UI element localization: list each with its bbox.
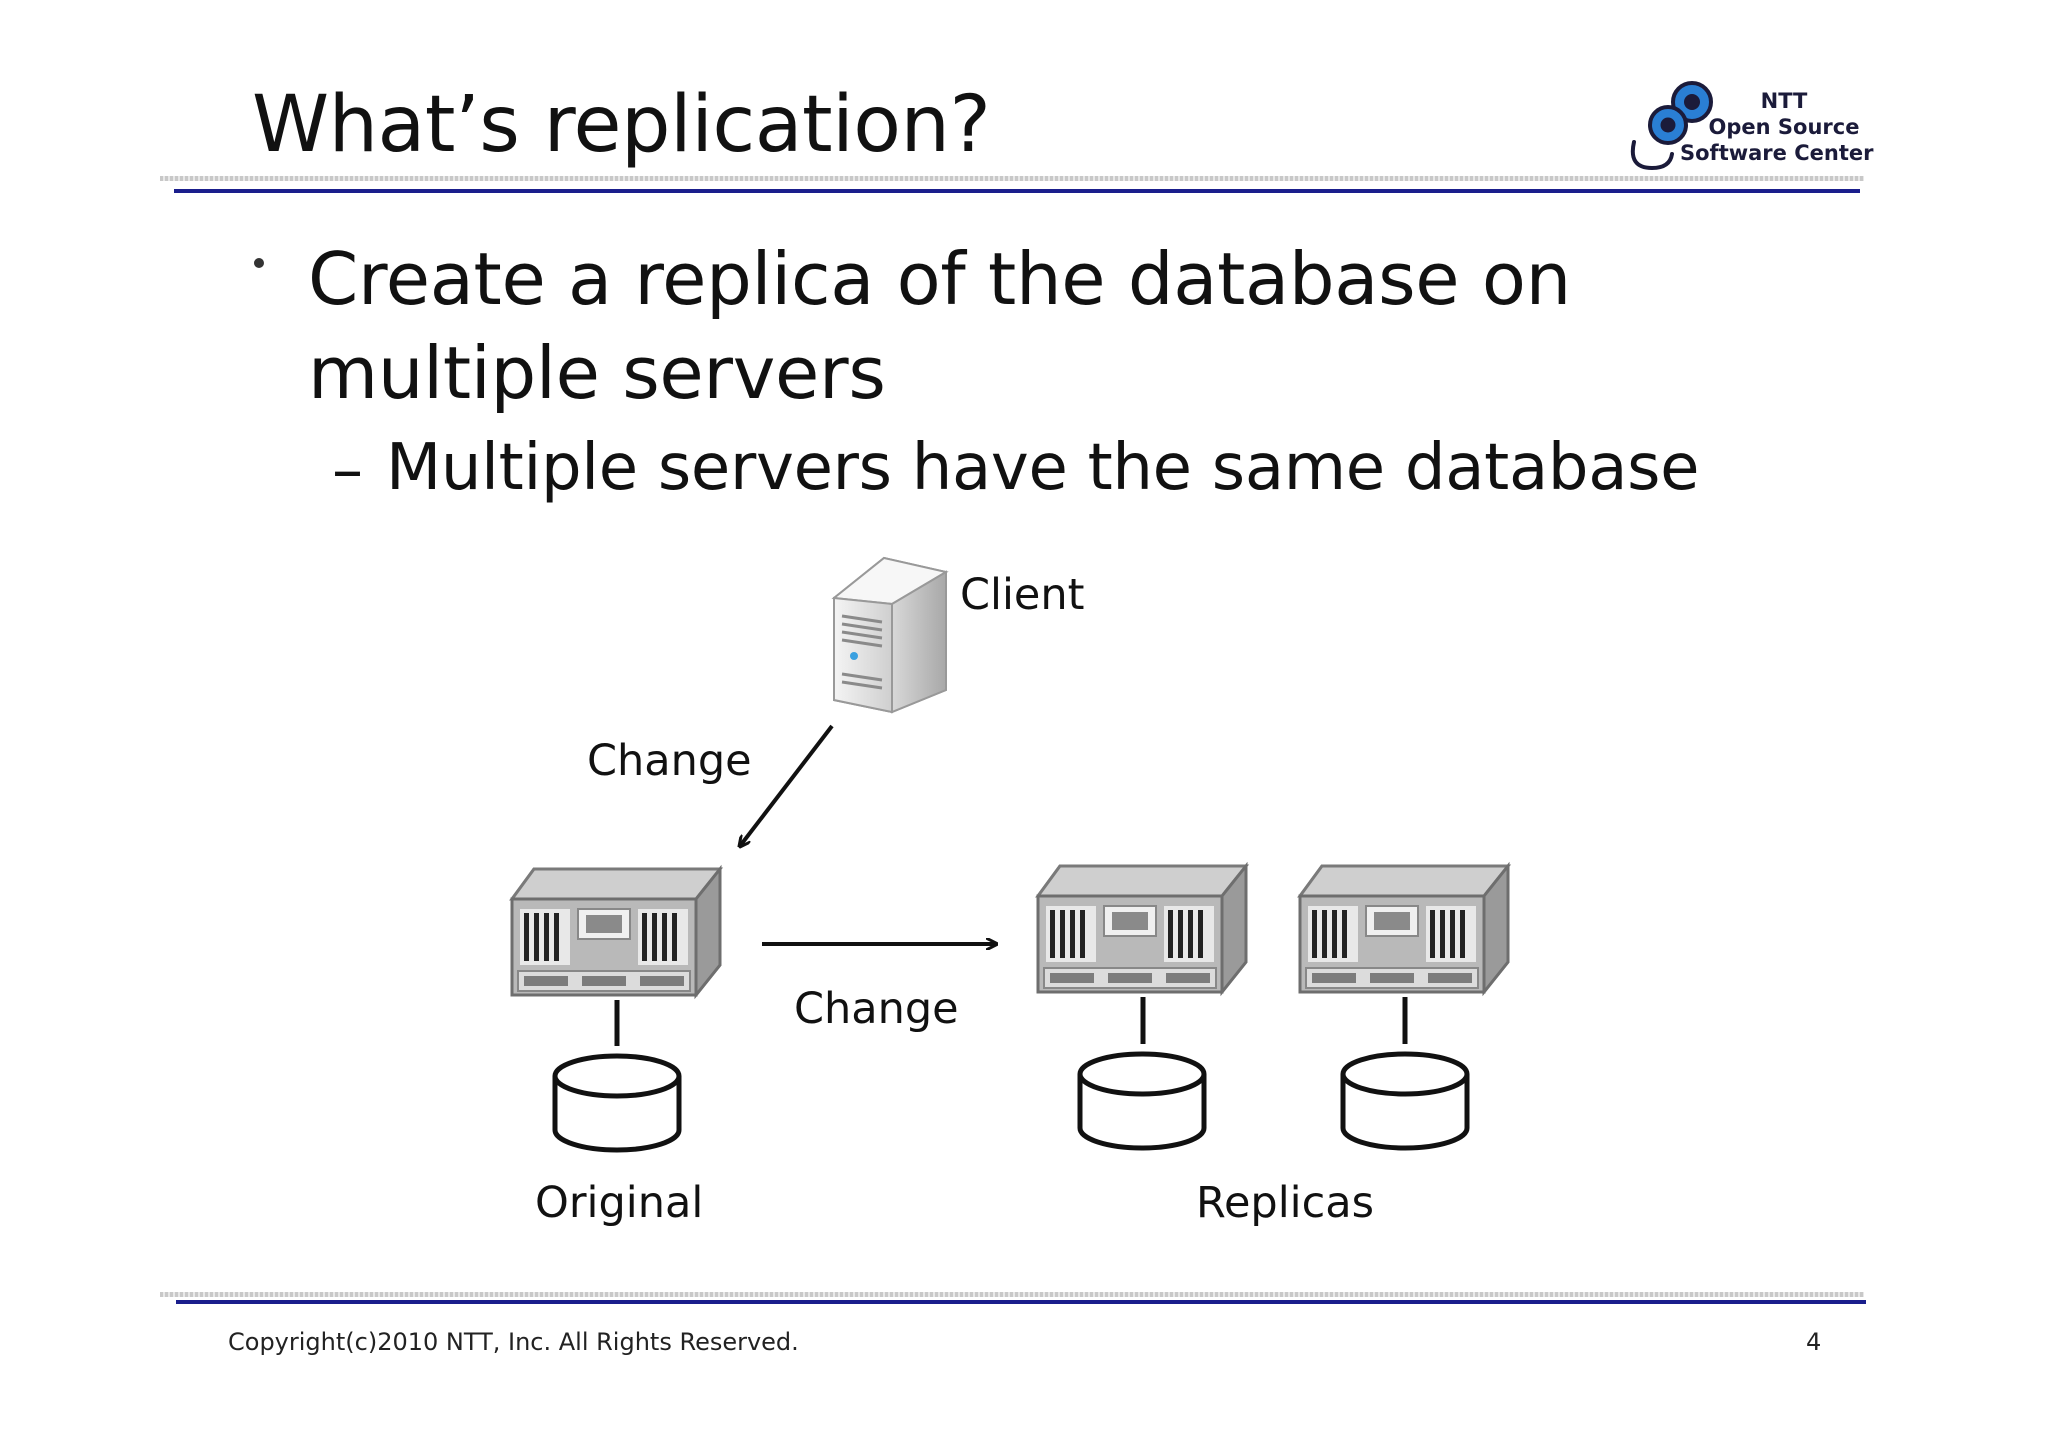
- logo-line-3: Software Center: [1680, 141, 1874, 165]
- sub-bullet-dash: –: [332, 433, 363, 506]
- change-label-replication: Change: [794, 984, 959, 1034]
- replica-2-database-icon: [1343, 1054, 1467, 1148]
- replica-2-server-icon: [1298, 864, 1510, 994]
- logo-line-2: Open Source: [1708, 115, 1860, 139]
- main-bullet: Create a replica of the database on mult…: [308, 237, 1571, 415]
- client-server-icon: [831, 556, 949, 714]
- original-label: Original: [535, 1178, 704, 1228]
- bullet-dot: [254, 258, 264, 268]
- footer-rule-navy: [176, 1300, 1866, 1304]
- sub-bullet: Multiple servers have the same database: [386, 431, 1700, 505]
- logo-line-1: NTT: [1760, 89, 1808, 113]
- slide-title: What’s replication?: [252, 80, 991, 170]
- replica-1-database-icon: [1080, 1054, 1204, 1148]
- client-label: Client: [960, 570, 1085, 620]
- original-server-icon: [510, 867, 722, 997]
- ntt-oss-logo: NTT Open Source Software Center: [1618, 80, 1874, 172]
- header-rule-gray: [160, 176, 1864, 181]
- client-to-original-arrow: [740, 724, 834, 846]
- change-label-client: Change: [587, 736, 752, 786]
- page-number: 4: [1806, 1328, 1822, 1356]
- footer-rule-gray: [160, 1292, 1864, 1297]
- footer-copyright: Copyright(c)2010 NTT, Inc. All Rights Re…: [228, 1328, 799, 1356]
- original-database-icon: [555, 1056, 679, 1150]
- logo-mark-icon: [1630, 81, 1713, 171]
- header-rule-navy: [174, 189, 1860, 193]
- replica-1-server-icon: [1036, 864, 1248, 994]
- replicas-label: Replicas: [1196, 1178, 1374, 1228]
